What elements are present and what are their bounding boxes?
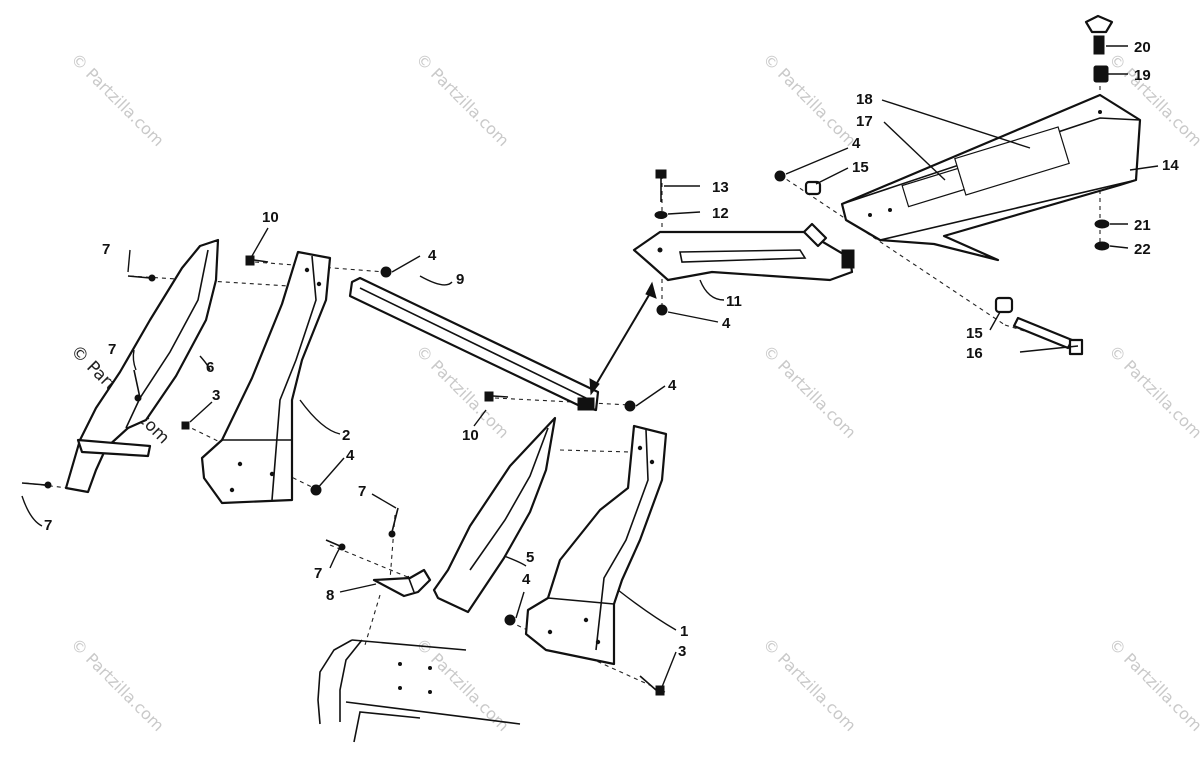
- part-6-bracket: [64, 238, 220, 494]
- callout-7: 7: [108, 341, 116, 358]
- callout-4: 4: [522, 571, 531, 588]
- callout-2: 2: [342, 427, 350, 444]
- callout-labels: 1 2 3 3 4 4 4 4 4 4 5 6 7 7 7 7 7 8 9 10…: [44, 39, 1179, 660]
- callout-7: 7: [44, 517, 52, 534]
- watermark: © Partzilla.com: [759, 634, 860, 735]
- callout-9: 9: [456, 271, 464, 288]
- callout-10: 10: [262, 209, 279, 226]
- callout-4: 4: [722, 315, 731, 332]
- watermark: © Partzilla.com: [412, 49, 513, 150]
- callout-17: 17: [856, 113, 873, 130]
- callout-5: 5: [526, 549, 534, 566]
- callout-1: 1: [680, 623, 688, 640]
- callout-4: 4: [668, 377, 677, 394]
- callout-14: 14: [1162, 157, 1179, 174]
- callout-7: 7: [314, 565, 322, 582]
- callout-6: 6: [206, 359, 214, 376]
- watermark: © Partzilla.com: [759, 49, 860, 150]
- callout-4: 4: [852, 135, 861, 152]
- callout-22: 22: [1134, 241, 1151, 258]
- callout-15: 15: [966, 325, 983, 342]
- callout-19: 19: [1134, 67, 1151, 84]
- callout-11: 11: [726, 293, 742, 310]
- part-11-bracket: [632, 222, 855, 282]
- callout-10: 10: [462, 427, 479, 444]
- decal-18: [954, 126, 1070, 196]
- part-8-bracket: [372, 568, 432, 598]
- part-14-tray: [840, 93, 1142, 262]
- callout-18: 18: [856, 91, 873, 108]
- watermark: © Partzilla.com: [1105, 341, 1200, 442]
- watermark: © Partzilla.com: [1105, 634, 1200, 735]
- lower-body-panel: [317, 639, 521, 743]
- callout-12: 12: [712, 205, 729, 222]
- part-2-bracket: [200, 250, 332, 505]
- callout-7: 7: [102, 241, 110, 258]
- callout-8: 8: [326, 587, 334, 604]
- hardware: [21, 14, 1114, 696]
- watermark: © Partzilla.com: [67, 49, 168, 150]
- leader-lines: [21, 45, 1159, 693]
- callout-15: 15: [852, 159, 869, 176]
- watermark: © Partzilla.com: [67, 634, 168, 735]
- callout-20: 20: [1134, 39, 1151, 56]
- callout-3: 3: [678, 643, 686, 660]
- double-arrow: [589, 281, 657, 396]
- part-9-crossbar: [348, 276, 600, 412]
- watermark: © Partzilla.com: [759, 341, 860, 442]
- callout-7: 7: [358, 483, 366, 500]
- part-5-plate: [432, 416, 557, 614]
- callout-4: 4: [346, 447, 355, 464]
- callout-13: 13: [712, 179, 729, 196]
- callout-4: 4: [428, 247, 437, 264]
- part-1-bracket: [524, 424, 668, 666]
- callout-21: 21: [1134, 217, 1151, 234]
- callout-3: 3: [212, 387, 220, 404]
- callout-16: 16: [966, 345, 983, 362]
